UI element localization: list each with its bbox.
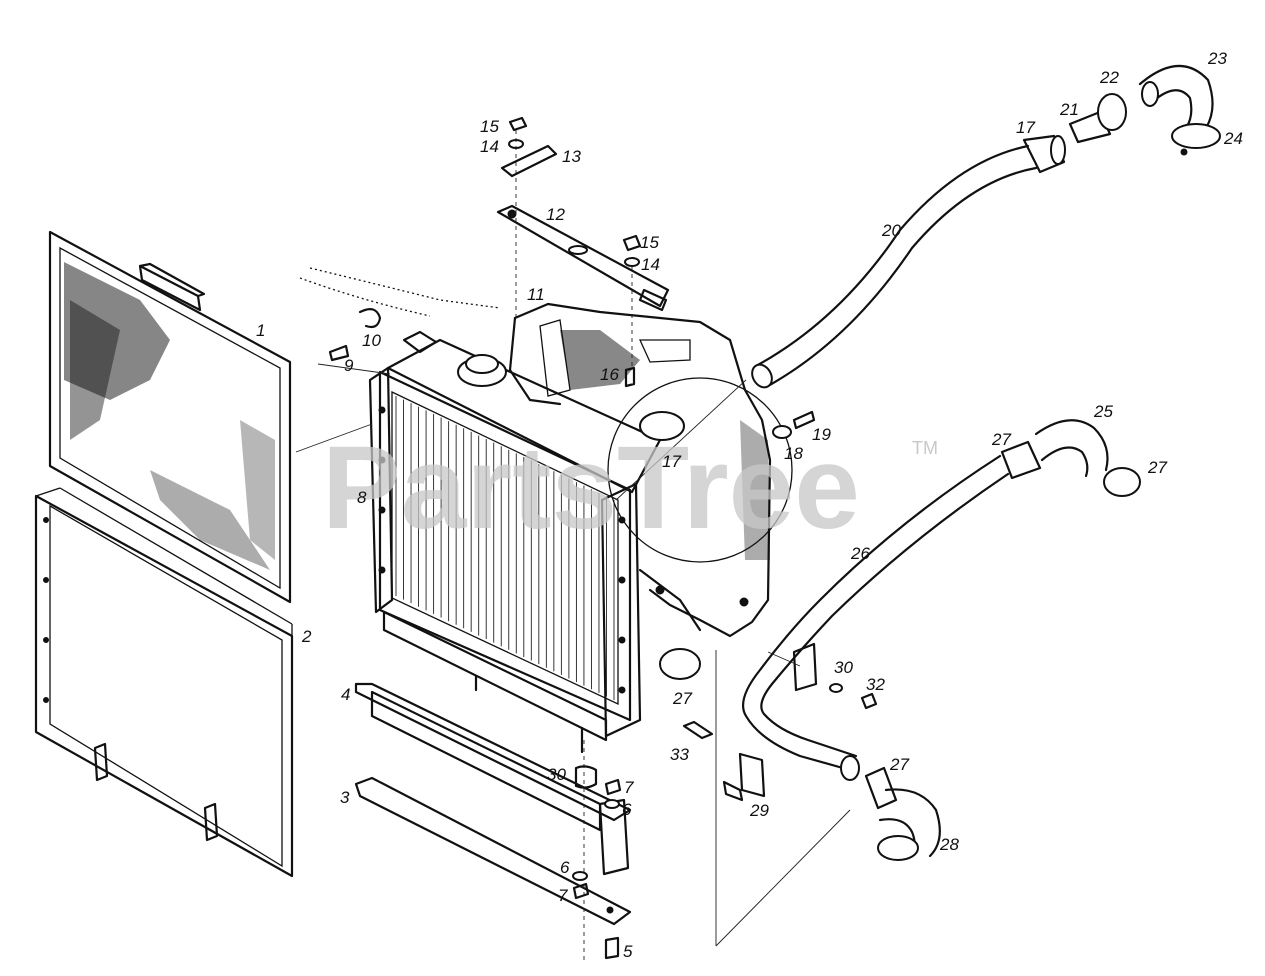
callout-label: 3 bbox=[340, 788, 350, 807]
callout-label: 26 bbox=[850, 544, 870, 563]
callout-label: 17 bbox=[1016, 118, 1035, 137]
mounting-strap-part bbox=[496, 204, 670, 312]
bottom-fastener-part bbox=[572, 740, 622, 960]
callout-labels: 1 2 3 4 5 6 6 7 7 8 9 10 11 12 13 14 14 … bbox=[256, 49, 1243, 961]
callout-label: 15 bbox=[640, 233, 659, 252]
callout-label: 4 bbox=[341, 685, 350, 704]
callout-label: 21 bbox=[1059, 100, 1079, 119]
callout-label: 8 bbox=[357, 488, 367, 507]
callout-label: 30 bbox=[834, 658, 853, 677]
hose-bracket-part bbox=[682, 720, 766, 802]
callout-label: 14 bbox=[480, 137, 499, 156]
callout-label: 9 bbox=[344, 356, 354, 375]
callout-label: 23 bbox=[1207, 49, 1227, 68]
callout-label: 10 bbox=[362, 331, 381, 350]
fan-shroud-part bbox=[508, 302, 793, 638]
lower-hose-part bbox=[742, 419, 1141, 861]
callout-label: 11 bbox=[527, 285, 545, 304]
callout-label: 7 bbox=[558, 886, 568, 905]
callout-label: 6 bbox=[560, 858, 570, 877]
callout-label: 30 bbox=[547, 765, 566, 784]
radiator-frame-part bbox=[34, 487, 294, 878]
callout-label: 6 bbox=[622, 800, 632, 819]
callout-label: 22 bbox=[1099, 68, 1119, 87]
callout-label: 27 bbox=[889, 755, 909, 774]
callout-label: 32 bbox=[866, 675, 885, 694]
callout-label: 25 bbox=[1093, 402, 1113, 421]
callout-label: 20 bbox=[881, 221, 901, 240]
callout-label: 14 bbox=[641, 255, 660, 274]
callout-label: 12 bbox=[546, 205, 565, 224]
mounting-bracket-part bbox=[500, 144, 558, 178]
callout-label: 15 bbox=[480, 117, 499, 136]
washer-bolt-part bbox=[772, 410, 816, 439]
callout-label: 13 bbox=[562, 147, 581, 166]
hose-clamp-part bbox=[295, 379, 851, 947]
callout-label: 2 bbox=[301, 627, 312, 646]
callout-label: 17 bbox=[662, 452, 681, 471]
callout-label: 24 bbox=[1223, 129, 1243, 148]
callout-label: 27 bbox=[991, 430, 1011, 449]
bolt-clip-part bbox=[299, 267, 501, 375]
callout-label: 33 bbox=[670, 745, 689, 764]
callout-label: 27 bbox=[1147, 458, 1167, 477]
lower-plate-part bbox=[354, 682, 632, 926]
upper-hose-part bbox=[751, 64, 1221, 389]
callout-label: 19 bbox=[812, 425, 831, 444]
nut-washer-part bbox=[508, 116, 642, 388]
callout-label: 5 bbox=[623, 942, 633, 961]
callout-label: 29 bbox=[749, 801, 769, 820]
callout-label: 16 bbox=[600, 365, 619, 384]
callout-label: 7 bbox=[624, 778, 634, 797]
callout-label: 28 bbox=[939, 835, 959, 854]
callout-label: 18 bbox=[784, 444, 803, 463]
radiator-core-part bbox=[368, 330, 662, 754]
grille-screen-part bbox=[48, 230, 292, 604]
trademark-symbol: TM bbox=[912, 438, 938, 458]
watermark-text: PartsTree bbox=[322, 422, 860, 554]
callout-label: 27 bbox=[672, 689, 692, 708]
callout-label: 1 bbox=[256, 321, 265, 340]
